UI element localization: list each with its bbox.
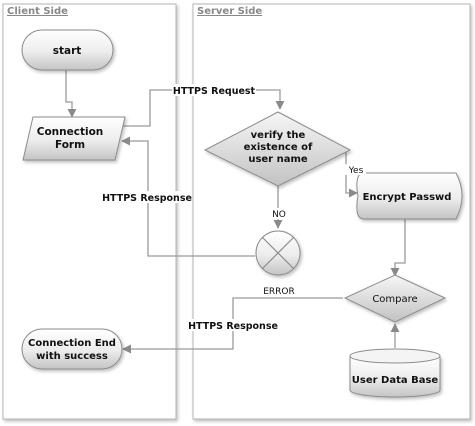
node-compare-decision: Compare [343, 274, 447, 323]
node-encrypt-passwd: Encrypt Passwd [356, 172, 463, 220]
node-encrypt-label: Encrypt Passwd [363, 192, 452, 203]
edge-label-https-response-1-text: HTTPS Response [102, 193, 192, 204]
edge-label-https-response-2: HTTPS Response [188, 319, 278, 332]
node-connection-end: Connection End with success [21, 328, 123, 370]
edge-label-no-text: NO [272, 210, 286, 220]
node-verify-label-1: verify the [251, 130, 306, 141]
node-verify-decision: verify the existence of user name [203, 111, 352, 187]
node-user-database-label: User Data Base [352, 375, 439, 386]
node-connection-end-label-1: Connection End [28, 338, 116, 349]
edge-label-https-request: HTTPS Request [172, 84, 256, 97]
edge-encrypt-to-compare [390, 219, 406, 277]
node-connection-form-label-2: Form [55, 139, 85, 151]
node-connection-end-label-2: with success [36, 351, 108, 362]
server-lane-title: Server Side [197, 6, 262, 17]
node-connection-form-label-1: Connection [37, 126, 104, 138]
client-lane-title: Client Side [7, 6, 68, 17]
node-user-database: User Data Base [349, 348, 441, 398]
edge-label-no: NO [269, 208, 289, 220]
node-compare-label: Compare [372, 294, 417, 305]
node-error: ERROR [255, 230, 301, 297]
edge-label-https-response-2-text: HTTPS Response [188, 321, 278, 332]
node-verify-label-2: existence of [244, 142, 313, 153]
node-error-label: ERROR [263, 287, 295, 297]
edge-label-https-request-text: HTTPS Request [173, 86, 256, 97]
edge-label-https-response-1: HTTPS Response [102, 191, 192, 204]
edge-label-yes: Yes [345, 164, 366, 176]
node-connection-form: Connection Form [22, 116, 126, 161]
edge-label-yes-text: Yes [348, 166, 364, 176]
node-verify-label-3: user name [248, 154, 308, 165]
node-start: start [21, 29, 114, 71]
edge-https-request [121, 89, 285, 127]
edge-start-to-form [65, 70, 77, 118]
node-start-label: start [53, 45, 82, 57]
